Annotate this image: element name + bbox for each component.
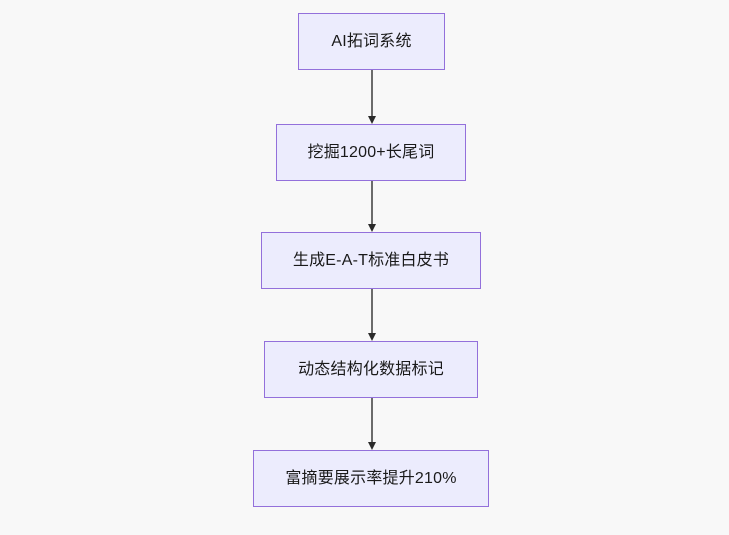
flow-node-label: AI拓词系统 (331, 32, 412, 50)
edge-line (371, 289, 373, 334)
arrowhead-icon (367, 224, 376, 232)
flow-node-n2[interactable]: 挖掘1200+长尾词 (276, 124, 466, 181)
flow-node-n5[interactable]: 富摘要展示率提升210% (253, 450, 489, 507)
flow-node-n4[interactable]: 动态结构化数据标记 (264, 341, 478, 398)
edge-line (371, 398, 373, 443)
edge-line (371, 181, 373, 225)
arrowhead-icon (367, 116, 376, 124)
flow-node-label: 动态结构化数据标记 (298, 360, 444, 378)
edge-line (371, 70, 373, 117)
flow-edge (367, 398, 376, 450)
arrowhead-icon (367, 333, 376, 341)
flow-edge (367, 289, 376, 341)
arrowhead-icon (367, 442, 376, 450)
flow-edge (367, 181, 376, 232)
flow-node-label: 挖掘1200+长尾词 (307, 143, 435, 161)
flow-node-label: 富摘要展示率提升210% (285, 469, 457, 487)
flow-node-label: 生成E-A-T标准白皮书 (292, 251, 450, 269)
flow-edge (367, 70, 376, 124)
flow-node-n1[interactable]: AI拓词系统 (298, 13, 445, 70)
flow-node-n3[interactable]: 生成E-A-T标准白皮书 (261, 232, 481, 289)
